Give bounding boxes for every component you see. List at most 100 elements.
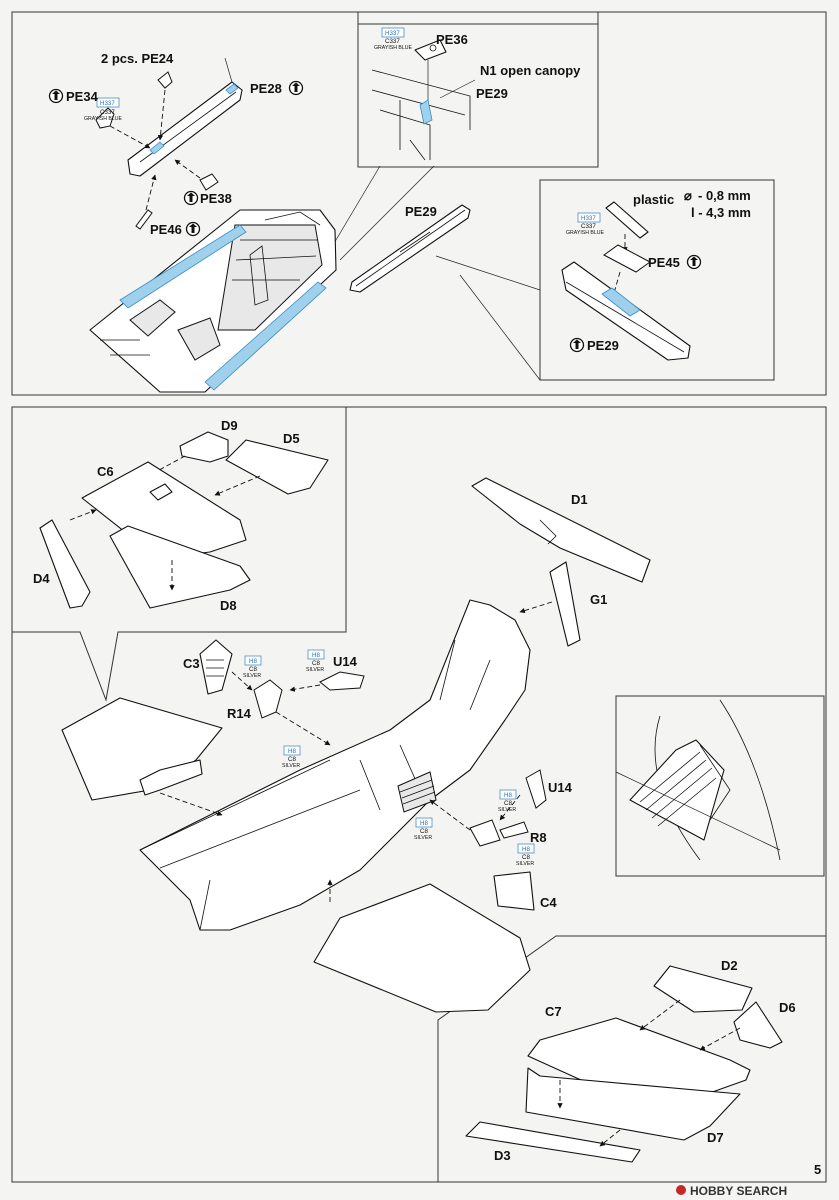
detail-inset-frame <box>615 695 825 877</box>
label-d2: D2 <box>721 958 738 973</box>
paint-code-h: H337 <box>385 30 400 37</box>
paint-name: SILVER <box>498 807 516 813</box>
part-d1 <box>471 477 651 583</box>
label-r14: R14 <box>227 706 252 721</box>
label-plastic: plastic <box>633 192 674 207</box>
paint-name: SILVER <box>306 667 324 673</box>
stabilizer-lower <box>313 883 531 1013</box>
paint-code-h: H8 <box>420 820 428 827</box>
part-d6 <box>733 1001 783 1049</box>
paint-name: GRAYISH BLUE <box>374 45 412 51</box>
page-number: 5 <box>814 1162 821 1177</box>
pe34-part <box>95 107 115 129</box>
label-d3: D3 <box>494 1148 511 1163</box>
cockpit-tub <box>89 209 337 393</box>
paint-code-h: H337 <box>581 215 596 222</box>
label-c4: C4 <box>540 895 557 910</box>
paint-callout-silver-4: H8 C8 SILVER <box>414 817 433 841</box>
part-u14-a <box>319 671 365 691</box>
paint-name: SILVER <box>414 835 432 841</box>
label-pe28: PE28 <box>250 81 282 96</box>
pe46-part <box>135 209 153 230</box>
paint-code-h: H8 <box>288 748 296 755</box>
paint-name: SILVER <box>243 673 261 679</box>
rotate-icon <box>48 88 64 104</box>
label-d9: D9 <box>221 418 238 433</box>
label-d5: D5 <box>283 431 300 446</box>
paint-code-h: H8 <box>312 652 320 659</box>
label-pe29-top: PE29 <box>476 86 508 101</box>
label-length: l - 4,3 mm <box>691 205 751 220</box>
paint-code-c: C337 <box>581 223 596 230</box>
rotate-icon <box>185 221 201 237</box>
label-pe29-mid: PE29 <box>405 204 437 219</box>
hobby-search-logo-icon <box>676 1185 686 1195</box>
part-r8 <box>469 819 501 847</box>
part-c4 <box>493 871 535 911</box>
paint-callout-grayish-blue-3: H337 C337 GRAYISH BLUE <box>566 212 604 236</box>
paint-code-c: C337 <box>385 38 400 45</box>
label-d8: D8 <box>220 598 237 613</box>
label-c7: C7 <box>545 1004 562 1019</box>
label-pe45: PE45 <box>648 255 680 270</box>
label-diameter: - 0,8 mm <box>698 188 751 203</box>
label-r8: R8 <box>530 830 547 845</box>
paint-name: GRAYISH BLUE <box>84 116 122 122</box>
part-g1 <box>549 561 581 647</box>
label-d7: D7 <box>707 1130 724 1145</box>
paint-code-c: C8 <box>249 666 257 673</box>
paint-code-c: C337 <box>100 109 115 116</box>
paint-code-h: H8 <box>522 846 530 853</box>
paint-callout-silver-2: H8 C8 SILVER <box>306 649 325 673</box>
part-c3 <box>199 639 233 695</box>
part-r14 <box>253 679 283 719</box>
pe45-inset-frame <box>539 179 775 381</box>
label-pe29-inset: PE29 <box>587 338 619 353</box>
pe38-part <box>199 173 219 191</box>
rotate-icon <box>569 337 585 353</box>
tail-section: H8 C8 SILVER H8 C8 SILVER H8 C8 SILVER H… <box>11 406 827 1183</box>
canopy-frame-drawing <box>371 39 476 161</box>
label-d4: D4 <box>33 571 50 586</box>
pe24-part <box>157 71 173 89</box>
detail-inset-drawing <box>615 699 781 861</box>
paint-code-c: C8 <box>504 800 512 807</box>
diameter-symbol: ⌀ <box>684 188 692 203</box>
pe29-mid-part <box>349 204 471 293</box>
rotate-icon <box>686 254 702 270</box>
paint-name: GRAYISH BLUE <box>566 230 604 236</box>
label-pe36: PE36 <box>436 32 468 47</box>
label-pe24: 2 pcs. PE24 <box>101 51 174 66</box>
part-d7 <box>525 1067 741 1141</box>
paint-callout-silver-1: H8 C8 SILVER <box>243 655 262 679</box>
paint-callout-silver-6: H8 C8 SILVER <box>516 843 535 867</box>
pe28-rail <box>127 57 243 177</box>
paint-callout-silver-5: H8 C8 SILVER <box>498 789 517 813</box>
rotate-icon <box>288 80 304 96</box>
label-u14-a: U14 <box>333 654 358 669</box>
label-pe38: PE38 <box>200 191 232 206</box>
label-c3: C3 <box>183 656 200 671</box>
label-d1: D1 <box>571 492 588 507</box>
label-pe46: PE46 <box>150 222 182 237</box>
watermark: HOBBY SEARCH <box>690 1184 787 1198</box>
stabilizer-inset-frame <box>12 406 347 702</box>
part-d8 <box>109 525 251 609</box>
label-pe34: PE34 <box>66 89 99 104</box>
paint-code-h: H8 <box>504 792 512 799</box>
label-g1: G1 <box>590 592 607 607</box>
rotate-icon <box>183 190 199 206</box>
label-c6: C6 <box>97 464 114 479</box>
paint-code-c: C8 <box>312 660 320 667</box>
part-d9 <box>179 431 229 463</box>
paint-code-h: H337 <box>100 100 115 107</box>
paint-name: SILVER <box>282 763 300 769</box>
paint-code-c: C8 <box>420 828 428 835</box>
canopy-inset-frame <box>357 11 599 168</box>
part-u14-b <box>525 769 547 809</box>
label-d6: D6 <box>779 1000 796 1015</box>
pe45-inset-drawing <box>561 201 691 361</box>
part-d2 <box>653 965 753 1013</box>
footer: HOBBY SEARCH 5 <box>676 1162 821 1198</box>
